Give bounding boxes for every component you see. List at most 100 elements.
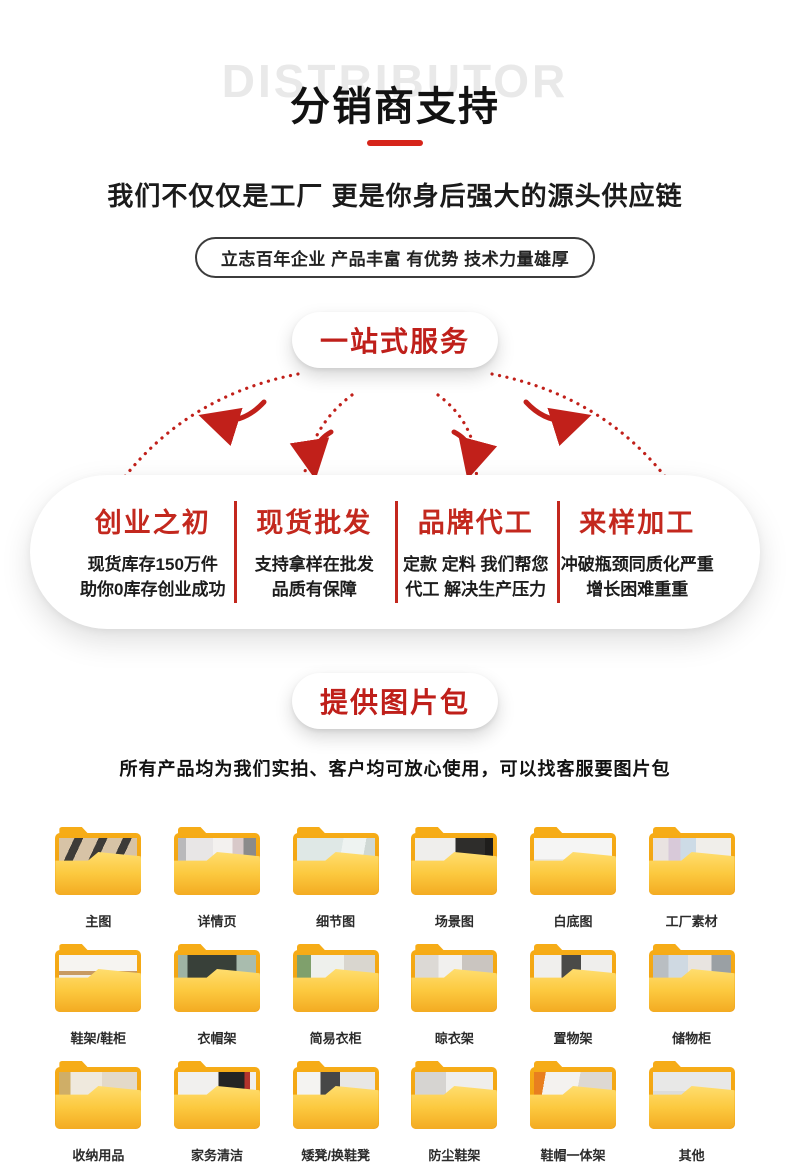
service-desc-line1: 冲破瓶颈同质化严重 [560, 555, 714, 575]
service-title: 创业之初 [94, 508, 211, 539]
folder-icon [290, 1059, 382, 1133]
folder-label: 简易衣柜 [309, 1031, 362, 1046]
watermark-text: DISTRIBUTOR [221, 55, 569, 107]
folder-label: 矮凳/换鞋凳 [301, 1148, 370, 1163]
image-pack-section: 提供图片包 所有产品均为我们实拍、客户均可放心使用，可以找客服要图片包 主图 详… [0, 673, 790, 1164]
folder-icon [408, 825, 500, 899]
folder-item: 详情页 [167, 825, 268, 930]
folder-item: 白底图 [523, 825, 624, 930]
folder-item: 细节图 [285, 825, 386, 930]
folder-front [411, 969, 497, 1012]
folder-front [293, 852, 379, 895]
service-title: 品牌代工 [417, 508, 534, 539]
folder-icon [408, 1059, 500, 1133]
folder-front [293, 1086, 379, 1129]
folder-front [55, 852, 141, 895]
folder-item: 防尘鞋架 [404, 1059, 505, 1164]
service-description: 定款 定料 我们帮您 代工 解决生产压力 [399, 553, 553, 602]
folder-item: 工厂素材 [641, 825, 742, 930]
folder-label: 鞋架/鞋柜 [70, 1031, 127, 1046]
folder-icon [290, 825, 382, 899]
folder-label: 储物柜 [672, 1031, 712, 1046]
folder-icon [646, 942, 738, 1016]
subtitle: 我们不仅仅是工厂 更是你身后强大的源头供应链 [107, 181, 683, 211]
folder-icon [290, 942, 382, 1016]
service-description: 冲破瓶颈同质化严重 增长困难重重 [561, 553, 715, 602]
folder-front [174, 969, 260, 1012]
folder-label: 详情页 [197, 914, 237, 929]
folder-grid: 主图 详情页 细节图 场景图 白底图 [48, 825, 742, 1164]
folder-front [411, 1086, 497, 1129]
folder-label: 场景图 [434, 914, 474, 929]
folder-icon [527, 942, 619, 1016]
service-desc-line2: 代工 解决生产压力 [405, 580, 547, 599]
service-column: 品牌代工 定款 定料 我们帮您 代工 解决生产压力 [395, 491, 557, 612]
service-desc-line1: 支持拿样在批发 [254, 555, 374, 575]
one-stop-service-badge: 一站式服务 [291, 312, 498, 368]
folder-label: 鞋帽一体架 [540, 1148, 606, 1163]
service-desc-line2: 助你0库存创业成功 [80, 580, 226, 599]
folder-label: 防尘鞋架 [428, 1148, 481, 1163]
folder-item: 收纳用品 [48, 1059, 149, 1164]
service-column: 现货批发 支持拿样在批发 品质有保障 [233, 491, 396, 612]
page-title: 分销商支持 [290, 85, 500, 129]
folder-label: 其他 [678, 1148, 705, 1163]
curved-arrow-icon [289, 429, 334, 480]
folder-front [174, 852, 260, 895]
folder-item: 储物柜 [641, 942, 742, 1047]
folder-front [55, 1086, 141, 1129]
curved-arrow-icon [451, 429, 498, 480]
service-desc-line2: 增长困难重重 [586, 580, 689, 599]
folder-front [649, 852, 735, 895]
folder-icon [171, 1059, 263, 1133]
folder-label: 收纳用品 [72, 1148, 125, 1163]
folder-label: 白底图 [553, 914, 593, 929]
one-stop-service-section: 一站式服务 创业之初 现货库存150万件 助你0库存创业成功 现货批发 [0, 312, 790, 629]
service-desc-line1: 现货库存150万件 [87, 555, 218, 575]
folder-item: 矮凳/换鞋凳 [285, 1059, 386, 1164]
folder-item: 简易衣柜 [285, 942, 386, 1047]
folder-front [293, 969, 379, 1012]
service-title: 来样加工 [579, 508, 696, 539]
image-pack-badge: 提供图片包 [291, 673, 498, 729]
folder-front [530, 1086, 616, 1129]
folder-icon [527, 1059, 619, 1133]
curved-arrow-icon [523, 399, 592, 447]
folder-icon [171, 825, 263, 899]
service-column: 来样加工 冲破瓶颈同质化严重 增长困难重重 [556, 491, 719, 612]
folder-front [174, 1086, 260, 1129]
folder-item: 家务清洁 [167, 1059, 268, 1164]
folder-icon [527, 825, 619, 899]
folder-front [649, 1086, 735, 1129]
folder-label: 工厂素材 [665, 914, 718, 929]
folder-item: 衣帽架 [167, 942, 268, 1047]
service-desc-line2: 品质有保障 [271, 580, 357, 599]
folder-front [530, 969, 616, 1012]
folder-label: 衣帽架 [197, 1031, 237, 1046]
folder-label: 细节图 [316, 914, 356, 929]
folder-label: 主图 [85, 914, 112, 929]
service-title: 现货批发 [256, 508, 373, 539]
folder-icon [52, 825, 144, 899]
service-columns-panel: 创业之初 现货库存150万件 助你0库存创业成功 现货批发 支持拿样在批发 品质… [30, 475, 760, 629]
folder-icon [52, 942, 144, 1016]
folder-item: 鞋架/鞋柜 [48, 942, 149, 1047]
gallery-note: 所有产品均为我们实拍、客户均可放心使用，可以找客服要图片包 [119, 759, 671, 779]
folder-front [411, 852, 497, 895]
folder-label: 置物架 [553, 1031, 593, 1046]
service-column: 创业之初 现货库存150万件 助你0库存创业成功 [72, 491, 234, 612]
folder-icon [646, 825, 738, 899]
curved-arrow-icon [198, 399, 267, 447]
folder-item: 其他 [641, 1059, 742, 1164]
folder-front [530, 852, 616, 895]
folder-item: 鞋帽一体架 [523, 1059, 624, 1164]
folder-item: 置物架 [523, 942, 624, 1047]
folder-icon [646, 1059, 738, 1133]
service-description: 现货库存150万件 助你0库存创业成功 [76, 553, 230, 602]
title-underline [367, 140, 423, 146]
service-desc-line1: 定款 定料 我们帮您 [403, 555, 549, 575]
page-header: DISTRIBUTOR 分销商支持 我们不仅仅是工厂 更是你身后强大的源头供应链… [0, 0, 790, 278]
folder-front [649, 969, 735, 1012]
service-description: 支持拿样在批发 品质有保障 [238, 553, 392, 602]
folder-item: 晾衣架 [404, 942, 505, 1047]
